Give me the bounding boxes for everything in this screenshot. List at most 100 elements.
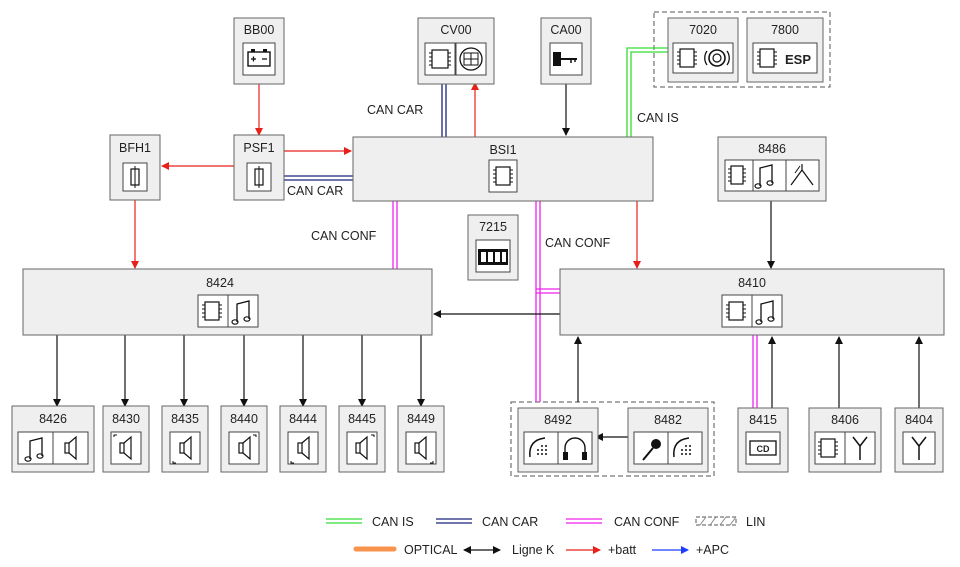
esp-icon: ESP: [785, 52, 811, 67]
antenna-icon: [790, 164, 814, 186]
node-ca00: CA00: [540, 17, 592, 85]
abs-icon: [704, 49, 730, 67]
node-8440: 8440: [220, 405, 268, 473]
svg-text:8406: 8406: [831, 413, 859, 427]
svg-text:BB00: BB00: [244, 23, 275, 37]
svg-text:8440: 8440: [230, 412, 258, 426]
music-note-icon: [231, 300, 251, 325]
node-8449: 8449: [397, 405, 445, 473]
svg-text:OPTICAL: OPTICAL: [404, 543, 458, 557]
svg-text:+APC: +APC: [696, 543, 729, 557]
node-8486: 8486: [717, 136, 827, 202]
cd-player-icon: CD: [749, 440, 777, 456]
node-8410: 8410: [559, 268, 945, 336]
svg-text:8486: 8486: [758, 142, 786, 156]
music-note-icon: [754, 164, 774, 189]
bus-label-can-car-top: CAN CAR: [367, 103, 423, 117]
can-conf-8410-8415: [752, 335, 758, 408]
can-is-line: [626, 47, 668, 137]
headphones-icon: [563, 437, 587, 460]
svg-text:8435: 8435: [171, 412, 199, 426]
svg-text:8430: 8430: [112, 412, 140, 426]
node-7020: 7020: [667, 17, 739, 83]
svg-text:BSI1: BSI1: [489, 143, 516, 157]
svg-text:8445: 8445: [348, 412, 376, 426]
svg-text:PSF1: PSF1: [243, 141, 274, 155]
tweeter-speaker-icon: [172, 435, 192, 464]
node-8482: 8482: [627, 407, 709, 473]
speaker-icon: [238, 434, 257, 461]
bus-label-can-conf-right: CAN CONF: [545, 236, 611, 250]
svg-text:8415: 8415: [749, 413, 777, 427]
svg-text:8482: 8482: [654, 413, 682, 427]
svg-text:8444: 8444: [289, 412, 317, 426]
legend-batt: +batt: [566, 543, 637, 557]
chip-icon: [757, 48, 777, 68]
svg-text:7800: 7800: [771, 23, 799, 37]
node-8406: 8406: [808, 407, 882, 473]
svg-text:8449: 8449: [407, 412, 435, 426]
tweeter-speaker-icon: [355, 434, 375, 461]
music-note-icon: [755, 300, 775, 325]
node-7215: 7215: [467, 214, 519, 281]
node-bb00: BB00: [233, 17, 285, 85]
tweeter-speaker-icon: [414, 435, 434, 464]
svg-text:8426: 8426: [39, 412, 67, 426]
ignition-key-icon: [553, 52, 577, 66]
node-7800: 7800 ESP: [746, 17, 824, 83]
bus-label-can-conf-left: CAN CONF: [311, 229, 377, 243]
chip-icon: [818, 438, 838, 458]
legend-can-car: CAN CAR: [436, 515, 538, 529]
node-8404: 8404: [894, 407, 944, 473]
svg-text:LIN: LIN: [746, 515, 765, 529]
legend: CAN IS CAN CAR CAN CONF LIN OPTICAL Lign…: [326, 515, 765, 557]
svg-text:CA00: CA00: [550, 23, 581, 37]
svg-text:CAN CONF: CAN CONF: [614, 515, 680, 529]
battery-icon: [247, 49, 271, 67]
legend-apc: +APC: [652, 543, 729, 557]
node-8444: 8444: [279, 405, 327, 473]
svg-text:7215: 7215: [479, 220, 507, 234]
legend-can-is: CAN IS: [326, 515, 414, 529]
chip-icon: [677, 48, 697, 68]
svg-text:8410: 8410: [738, 276, 766, 290]
svg-text:CV00: CV00: [440, 23, 471, 37]
chip-icon: [728, 165, 746, 185]
phone-keypad-icon: [673, 437, 691, 458]
node-8415: 8415 CD: [737, 407, 789, 473]
chip-icon: [493, 166, 513, 186]
svg-text:+batt: +batt: [608, 543, 637, 557]
antenna-icon: [911, 436, 927, 460]
music-note-icon: [24, 437, 44, 462]
lin-group-7020-7800: [653, 11, 831, 88]
speaker-icon: [113, 434, 132, 461]
speaker-icon: [290, 435, 310, 464]
node-bfh1: BFH1: [109, 134, 161, 201]
legend-can-conf: CAN CONF: [566, 515, 680, 529]
fuse-icon: [254, 166, 264, 188]
display-screen-icon: [478, 249, 508, 265]
legend-optical: OPTICAL: [353, 543, 458, 557]
node-8435: 8435: [161, 405, 209, 473]
antenna-icon: [852, 436, 868, 460]
node-8426: 8426: [11, 405, 95, 473]
microphone-icon: [642, 439, 661, 461]
can-conf-bsi1-8424: [392, 201, 398, 269]
svg-text:Ligne K: Ligne K: [512, 543, 555, 557]
speaker-icon: [64, 435, 77, 461]
chip-icon: [429, 49, 451, 69]
svg-text:BFH1: BFH1: [119, 141, 151, 155]
fuse-icon: [130, 166, 140, 188]
node-psf1: PSF1: [233, 134, 285, 201]
svg-text:8424: 8424: [206, 276, 234, 290]
svg-text:CD: CD: [757, 444, 770, 454]
bus-label-can-is: CAN IS: [637, 111, 679, 125]
can-car-psf1-bsi1: [284, 175, 353, 181]
node-8424: 8424: [22, 268, 433, 336]
node-bsi1: BSI1: [352, 136, 654, 202]
lin-group-8492-8482: [510, 401, 715, 477]
node-8492: 8492: [517, 407, 599, 473]
node-8445: 8445: [338, 405, 386, 473]
phone-keypad-icon: [529, 437, 547, 458]
